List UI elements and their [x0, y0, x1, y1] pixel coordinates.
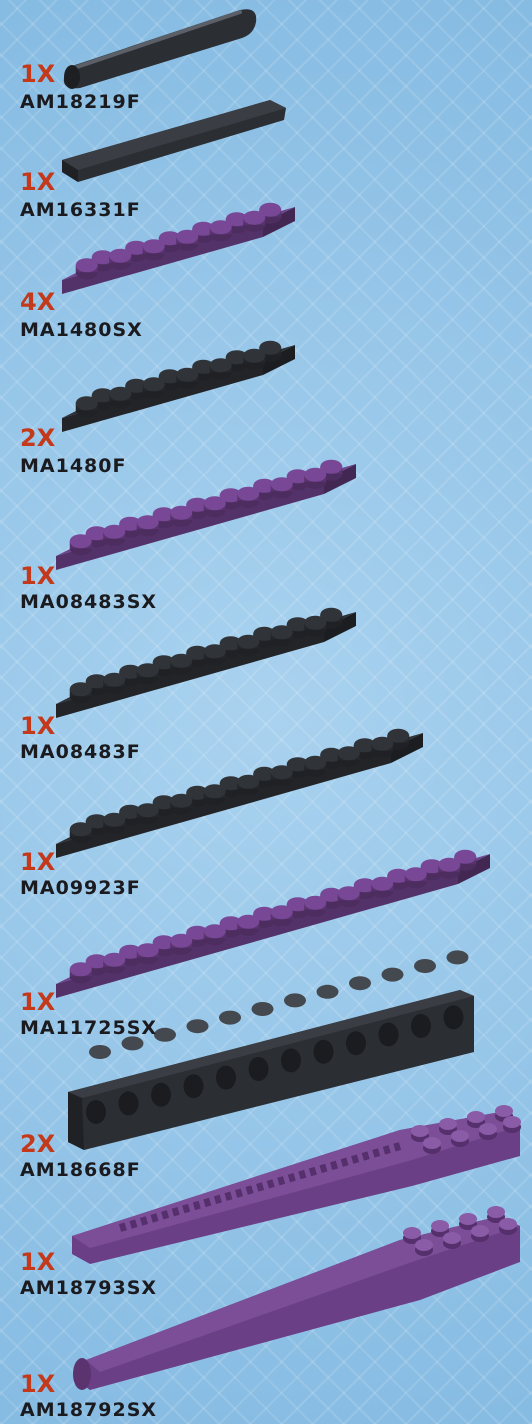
part-5-quantity: 1X — [20, 562, 56, 590]
part-wedge-plate-purple — [72, 1105, 521, 1264]
part-2-quantity: 1X — [20, 168, 56, 196]
part-round-rod-black — [63, 9, 257, 89]
part-5-code: MA08483SX — [20, 591, 158, 613]
part-3-quantity: 4X — [20, 288, 56, 316]
part-6-code: MA08483F — [20, 741, 141, 763]
part-plate-2x8-black — [56, 607, 356, 718]
part-plate-2x10-black — [56, 728, 423, 858]
part-7-quantity: 1X — [20, 848, 56, 876]
part-plate-2x6-black — [62, 340, 295, 432]
part-wedge-slope-purple — [73, 1206, 520, 1390]
part-8-quantity: 1X — [20, 988, 56, 1016]
part-1-code: AM18219F — [20, 91, 141, 113]
part-2-code: AM16331F — [20, 199, 141, 221]
part-6-quantity: 1X — [20, 712, 56, 740]
part-1-quantity: 1X — [20, 60, 56, 88]
part-plate-2x12-purple — [56, 849, 490, 998]
part-plate-2x6-purple — [62, 202, 295, 294]
part-4-quantity: 2X — [20, 424, 56, 452]
part-7-code: MA09923F — [20, 877, 141, 899]
part-9-quantity: 2X — [20, 1130, 56, 1158]
part-3-code: MA1480SX — [20, 319, 143, 341]
part-10-quantity: 1X — [20, 1248, 56, 1276]
part-11-quantity: 1X — [20, 1370, 56, 1398]
part-11-code: AM18792SX — [20, 1399, 158, 1421]
part-8-code: MA11725SX — [20, 1017, 158, 1039]
part-technic-brick-black — [68, 950, 474, 1150]
part-10-code: AM18793SX — [20, 1277, 158, 1299]
part-flat-tile-black — [62, 100, 286, 182]
part-4-code: MA1480F — [20, 455, 127, 477]
part-plate-2x8-purple — [56, 459, 356, 570]
part-9-code: AM18668F — [20, 1159, 141, 1181]
